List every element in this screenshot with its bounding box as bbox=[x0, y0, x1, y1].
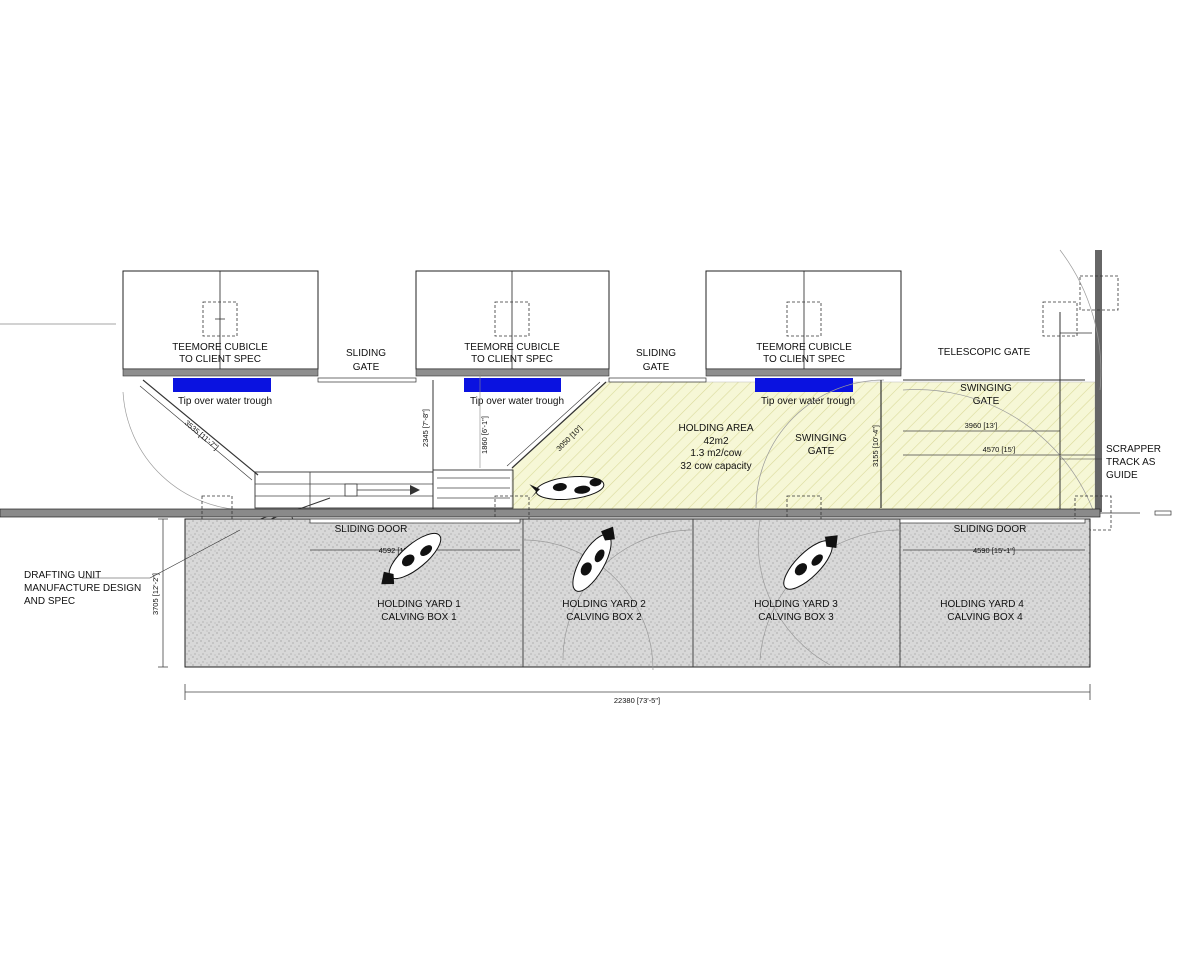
svg-text:CALVING BOX 4: CALVING BOX 4 bbox=[947, 612, 1023, 623]
svg-text:HOLDING AREA: HOLDING AREA bbox=[678, 423, 753, 434]
right-column-bottom bbox=[1074, 495, 1112, 531]
sliding-gate-1: SLIDING GATE bbox=[317, 348, 417, 383]
divider-wall bbox=[0, 508, 1101, 518]
svg-text:GATE: GATE bbox=[353, 362, 380, 373]
swing-arc-left bbox=[122, 391, 249, 511]
cubicle-1-label-1: TEEMORE CUBICLE bbox=[172, 342, 268, 353]
svg-text:HOLDING YARD 4: HOLDING YARD 4 bbox=[940, 599, 1024, 610]
dimension-gate-2345: 2345 [7'-8"] bbox=[421, 409, 430, 447]
dimension-door-1: 4592 [15'] bbox=[379, 546, 412, 555]
svg-text:1.3 m2/cow: 1.3 m2/cow bbox=[690, 448, 742, 459]
sliding-door-2: SLIDING DOOR 4590 [15'-1"] bbox=[899, 518, 1086, 555]
svg-text:TRACK AS: TRACK AS bbox=[1106, 457, 1156, 468]
dimension-gate-1860: 1860 [6'-1"] bbox=[480, 416, 489, 454]
svg-text:3535 [11'-7"]: 3535 [11'-7"] bbox=[183, 418, 221, 452]
svg-text:SLIDING DOOR: SLIDING DOOR bbox=[954, 524, 1027, 535]
wall-end-marker bbox=[1154, 510, 1172, 516]
svg-text:TELESCOPIC GATE: TELESCOPIC GATE bbox=[938, 347, 1031, 358]
svg-text:CALVING BOX 2: CALVING BOX 2 bbox=[566, 612, 642, 623]
svg-text:3960 [13']: 3960 [13'] bbox=[965, 421, 998, 430]
dimension-overall-depth: 3705 [12'-2"] bbox=[151, 518, 168, 668]
svg-text:CALVING BOX 1: CALVING BOX 1 bbox=[381, 612, 457, 623]
svg-text:42m2: 42m2 bbox=[703, 436, 728, 447]
cubicle-2-label-1: TEEMORE CUBICLE bbox=[464, 342, 560, 353]
dimension-swing-3155: 3155 [10'-4"] bbox=[871, 425, 880, 467]
svg-text:SLIDING: SLIDING bbox=[636, 348, 676, 359]
dimension-overall-length: 22380 [73'-5"] bbox=[184, 684, 1091, 705]
swinging-gate-middle: SWINGING GATE bbox=[795, 433, 847, 457]
yard-4-label: HOLDING YARD 4 CALVING BOX 4 bbox=[940, 599, 1024, 623]
cubicle-1: TEEMORE CUBICLE TO CLIENT SPEC Tip over … bbox=[122, 270, 319, 407]
svg-text:4570 [15']: 4570 [15'] bbox=[983, 445, 1016, 454]
yard-2-label: HOLDING YARD 2 CALVING BOX 2 bbox=[562, 599, 646, 623]
svg-text:SWINGING: SWINGING bbox=[960, 383, 1012, 394]
cow-holding-area bbox=[529, 475, 605, 501]
trough-3-label: Tip over water trough bbox=[761, 396, 855, 407]
svg-text:GATE: GATE bbox=[643, 362, 670, 373]
svg-text:CALVING BOX 3: CALVING BOX 3 bbox=[758, 612, 834, 623]
swing-arc-yard-3 bbox=[757, 519, 831, 666]
svg-text:HOLDING YARD 1: HOLDING YARD 1 bbox=[377, 599, 461, 610]
right-wall bbox=[1095, 250, 1102, 512]
water-trough-1 bbox=[173, 378, 271, 392]
column-1 bbox=[201, 495, 233, 531]
yard-3-label: HOLDING YARD 3 CALVING BOX 3 bbox=[754, 599, 838, 623]
cubicle-1-label-2: TO CLIENT SPEC bbox=[179, 354, 261, 365]
cow-yard-3 bbox=[783, 535, 838, 590]
cubicle-3-label-1: TEEMORE CUBICLE bbox=[756, 342, 852, 353]
cubicle-2-label-2: TO CLIENT SPEC bbox=[471, 354, 553, 365]
svg-text:SLIDING DOOR: SLIDING DOOR bbox=[335, 524, 408, 535]
right-column-top bbox=[1079, 275, 1119, 311]
svg-text:22380 [73'-5"]: 22380 [73'-5"] bbox=[614, 696, 660, 705]
svg-text:DRAFTING UNIT: DRAFTING UNIT bbox=[24, 570, 101, 581]
svg-text:SLIDING: SLIDING bbox=[346, 348, 386, 359]
cubicle-3-label-2: TO CLIENT SPEC bbox=[763, 354, 845, 365]
trough-2-label: Tip over water trough bbox=[470, 396, 564, 407]
cubicle-3: TEEMORE CUBICLE TO CLIENT SPEC Tip over … bbox=[705, 270, 902, 407]
scrapper-label: SCRAPPER TRACK AS GUIDE bbox=[1060, 444, 1161, 481]
water-trough-2 bbox=[464, 378, 561, 392]
svg-text:SWINGING: SWINGING bbox=[795, 433, 847, 444]
svg-text:SCRAPPER: SCRAPPER bbox=[1106, 444, 1161, 455]
swinging-gate-right: SWINGING GATE bbox=[960, 383, 1012, 407]
telescopic-gate: TELESCOPIC GATE bbox=[903, 347, 1085, 381]
cubicle-2: TEEMORE CUBICLE TO CLIENT SPEC Tip over … bbox=[415, 270, 610, 407]
svg-text:3705 [12'-2"]: 3705 [12'-2"] bbox=[151, 573, 160, 615]
water-trough-3 bbox=[755, 378, 853, 392]
cow-yard-2 bbox=[572, 526, 615, 592]
calving-yards-floor bbox=[184, 518, 1091, 668]
trough-1-label: Tip over water trough bbox=[178, 396, 272, 407]
svg-text:HOLDING YARD 3: HOLDING YARD 3 bbox=[754, 599, 838, 610]
svg-text:GATE: GATE bbox=[973, 396, 1000, 407]
svg-text:32 cow capacity: 32 cow capacity bbox=[680, 461, 751, 472]
svg-text:HOLDING YARD 2: HOLDING YARD 2 bbox=[562, 599, 646, 610]
yard-1-label: HOLDING YARD 1 CALVING BOX 1 bbox=[377, 599, 461, 623]
swing-arc-middle bbox=[755, 379, 885, 509]
svg-text:GATE: GATE bbox=[808, 446, 835, 457]
diagonal-gate-left: 3535 [11'-7"] bbox=[139, 379, 259, 481]
race-rails bbox=[432, 469, 514, 509]
svg-text:GUIDE: GUIDE bbox=[1106, 470, 1138, 481]
dimension-door-2: 4590 [15'-1"] bbox=[973, 546, 1015, 555]
swing-arc-right bbox=[902, 389, 1094, 511]
svg-text:AND SPEC: AND SPEC bbox=[24, 596, 75, 607]
swing-arc-yard-2 bbox=[522, 539, 654, 671]
cow-yard-1 bbox=[381, 532, 442, 585]
dimension-span-3960: 3960 [13'] bbox=[903, 421, 1060, 432]
svg-text:MANUFACTURE DESIGN: MANUFACTURE DESIGN bbox=[24, 583, 141, 594]
sliding-gate-2: SLIDING GATE bbox=[608, 348, 707, 383]
holding-area-label: HOLDING AREA 42m2 1.3 m2/cow 32 cow capa… bbox=[678, 423, 753, 472]
swing-arc-top-right bbox=[1059, 249, 1102, 391]
drafting-unit-label: DRAFTING UNIT MANUFACTURE DESIGN AND SPE… bbox=[24, 529, 241, 607]
dimension-span-4570: 4570 [15'] bbox=[903, 445, 1095, 456]
